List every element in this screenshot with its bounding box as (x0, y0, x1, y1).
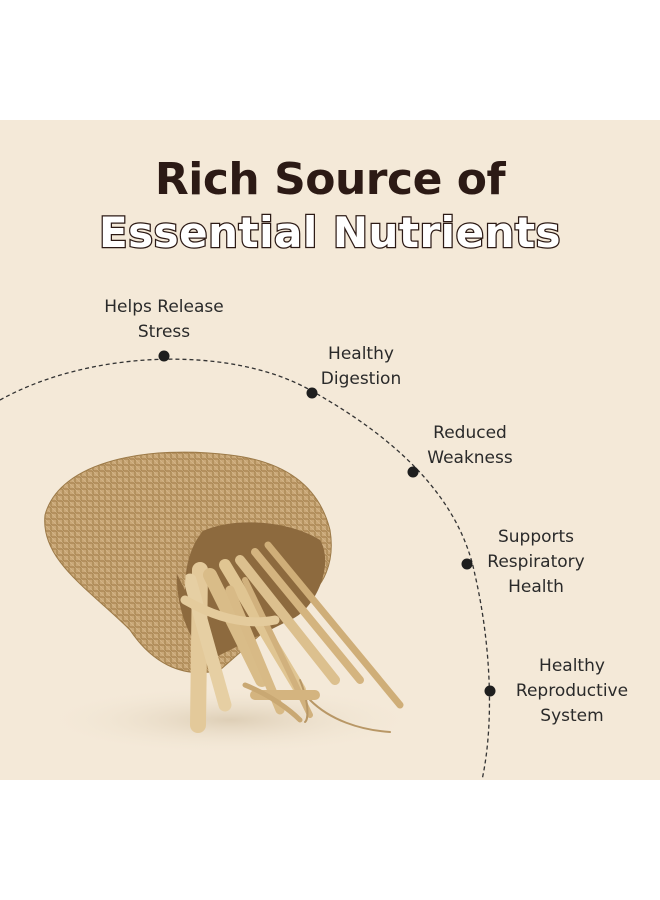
benefit-4-line-1: Supports (497, 527, 575, 547)
dashed-arc-line (0, 358, 491, 780)
benefit-2-line-2: Digestion (320, 369, 402, 389)
benefit-1-line-2: Stress (137, 322, 191, 342)
benefit-dot-1 (158, 350, 170, 362)
benefits-arc (0, 350, 496, 780)
benefit-4-line-3: Health (508, 577, 564, 597)
roots (180, 541, 404, 733)
benefit-2: Healthy Digestion (291, 342, 431, 392)
sack-shadow (40, 685, 420, 755)
root-sack-illustration (40, 451, 420, 755)
benefit-4-line-2: Respiratory (487, 552, 585, 572)
title-line-1: Rich Source of (154, 154, 506, 205)
sack-lip (170, 510, 230, 590)
benefit-dot-2 (306, 387, 318, 399)
benefit-dot-5 (484, 685, 496, 697)
benefit-1: Helps Release Stress (84, 295, 244, 345)
benefit-3-line-1: Reduced (433, 423, 507, 443)
benefit-4: Supports Respiratory Health (468, 525, 604, 600)
benefit-2-line-1: Healthy (328, 344, 394, 364)
benefit-5-line-3: System (540, 706, 604, 726)
infographic-panel: Rich Source of Essential Nutrients (0, 120, 660, 780)
benefit-1-line-1: Helps Release (104, 297, 224, 317)
benefit-3-line-2: Weakness (427, 448, 513, 468)
benefit-dot-4 (461, 558, 473, 570)
title-line-2: Essential Nutrients (98, 207, 562, 259)
benefit-3: Reduced Weakness (400, 421, 540, 471)
benefit-5-line-2: Reproductive (515, 681, 629, 701)
benefit-5: Healthy Reproductive System (497, 654, 647, 729)
benefit-dot-3 (407, 466, 419, 478)
benefit-5-line-1: Healthy (539, 656, 605, 676)
